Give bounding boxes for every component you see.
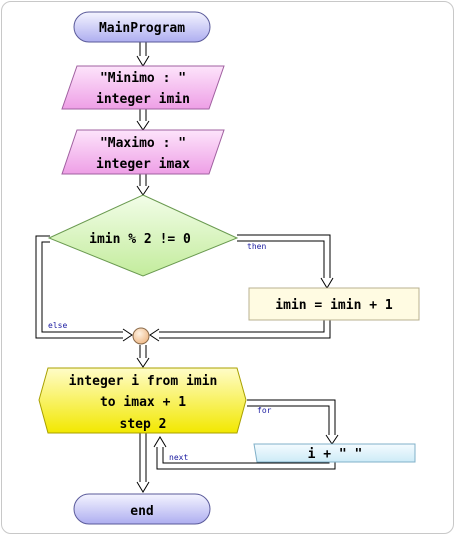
loop-body-text: i + " " [308, 447, 363, 462]
input-maximo-variable: integer imax [96, 157, 190, 172]
merge-junction [132, 327, 150, 345]
loop-body-box: i + " " [253, 443, 416, 463]
start-label: MainProgram [99, 21, 185, 36]
input-minimo-variable: integer imin [96, 92, 190, 107]
then-process-box: imin = imin + 1 [248, 287, 420, 321]
end-label: end [130, 504, 153, 519]
decision-condition: imin % 2 != 0 [89, 232, 191, 247]
for-label: for [257, 406, 272, 415]
flow-arrow-then-to-junction [149, 320, 331, 342]
flow-arrow-input1-to-input2 [136, 109, 150, 131]
flow-arrow-loop-to-end [136, 433, 150, 493]
flow-arrow-start-to-input1 [136, 42, 150, 67]
start-terminal: MainProgram [73, 11, 211, 43]
flow-arrow-else-branch [35, 235, 133, 342]
loop-header-line1: integer i from imin [69, 374, 218, 389]
loop-header-line3: step 2 [120, 417, 167, 432]
next-label: next [169, 453, 188, 462]
input-maximo-prompt: "Maximo : " [100, 136, 186, 151]
flow-arrow-for-branch [247, 399, 339, 445]
loop-header-line2: to imax + 1 [100, 395, 186, 410]
end-terminal: end [73, 493, 211, 525]
else-label: else [48, 321, 67, 330]
then-label: then [247, 242, 266, 251]
loop-header: integer i from imin to imax + 1 step 2 [38, 367, 247, 434]
flow-arrow-junction-to-loop [136, 345, 150, 368]
flow-arrow-input2-to-decision [136, 174, 150, 196]
decision-diamond: imin % 2 != 0 [47, 194, 239, 277]
then-process-text: imin = imin + 1 [275, 298, 393, 313]
input-minimo: "Minimo : " integer imin [61, 65, 225, 110]
input-maximo: "Maximo : " integer imax [61, 129, 225, 175]
input-minimo-prompt: "Minimo : " [100, 71, 186, 86]
